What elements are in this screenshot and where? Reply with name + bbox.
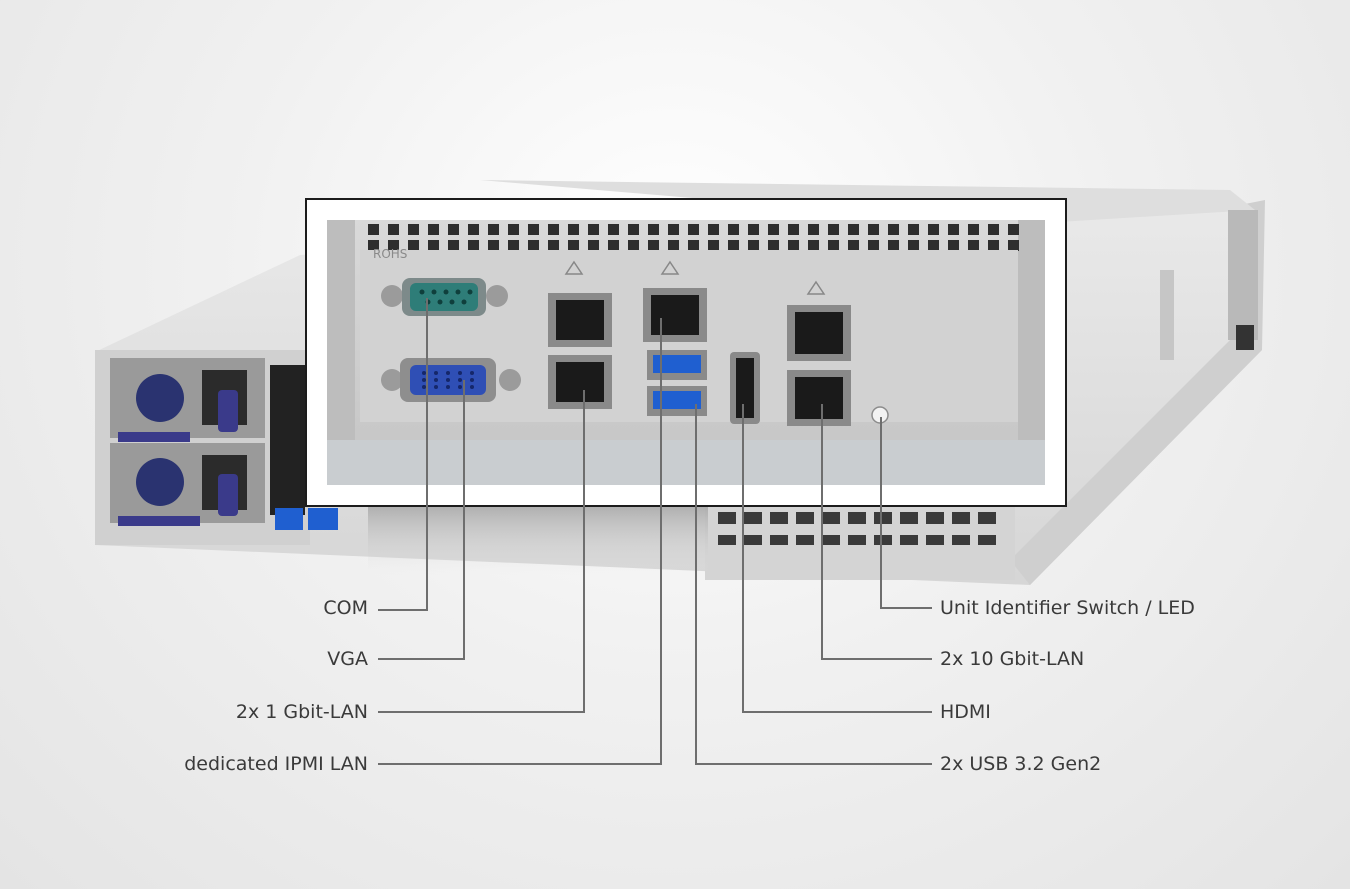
- label-ipmi-lan: dedicated IPMI LAN: [184, 753, 368, 775]
- leader-line-uid: [880, 417, 932, 609]
- label-vga: VGA: [327, 648, 368, 670]
- psu-release-handle: [218, 474, 238, 516]
- label-10g-lan: 2x 10 Gbit-LAN: [940, 648, 1085, 670]
- leader-line-usb: [695, 404, 932, 765]
- leader-lines: [378, 298, 932, 765]
- vga-port: [381, 358, 521, 402]
- psu-release-handle: [218, 390, 238, 432]
- lan-1g-ports: [548, 260, 612, 409]
- network-icon: [806, 280, 826, 295]
- rohs-mark: ROHS: [373, 247, 407, 261]
- hdmi-port: [730, 352, 760, 424]
- network-icon: [660, 260, 680, 275]
- ipmi-lan-port: [643, 260, 707, 342]
- label-uid: Unit Identifier Switch / LED: [940, 597, 1195, 619]
- usb-ports: [647, 350, 707, 416]
- label-usb: 2x USB 3.2 Gen2: [940, 753, 1102, 775]
- io-panel-zoom-box: ROHS: [305, 198, 1067, 507]
- lan-10g-ports: [787, 280, 851, 426]
- psu-fan-icon: [136, 374, 184, 422]
- leader-line-10g-lan: [821, 404, 932, 660]
- network-icon: [564, 260, 584, 275]
- leader-line-gbit-lan: [378, 390, 585, 713]
- leader-line-ipmi: [378, 318, 662, 765]
- psu-fan-icon: [136, 458, 184, 506]
- leader-line-vga: [378, 380, 465, 660]
- label-gbit-lan: 2x 1 Gbit-LAN: [235, 701, 368, 723]
- leader-line-hdmi: [742, 404, 932, 713]
- label-com: COM: [323, 597, 368, 619]
- label-hdmi: HDMI: [940, 701, 991, 723]
- leader-line-com: [378, 298, 428, 611]
- power-supply-units: [95, 350, 338, 545]
